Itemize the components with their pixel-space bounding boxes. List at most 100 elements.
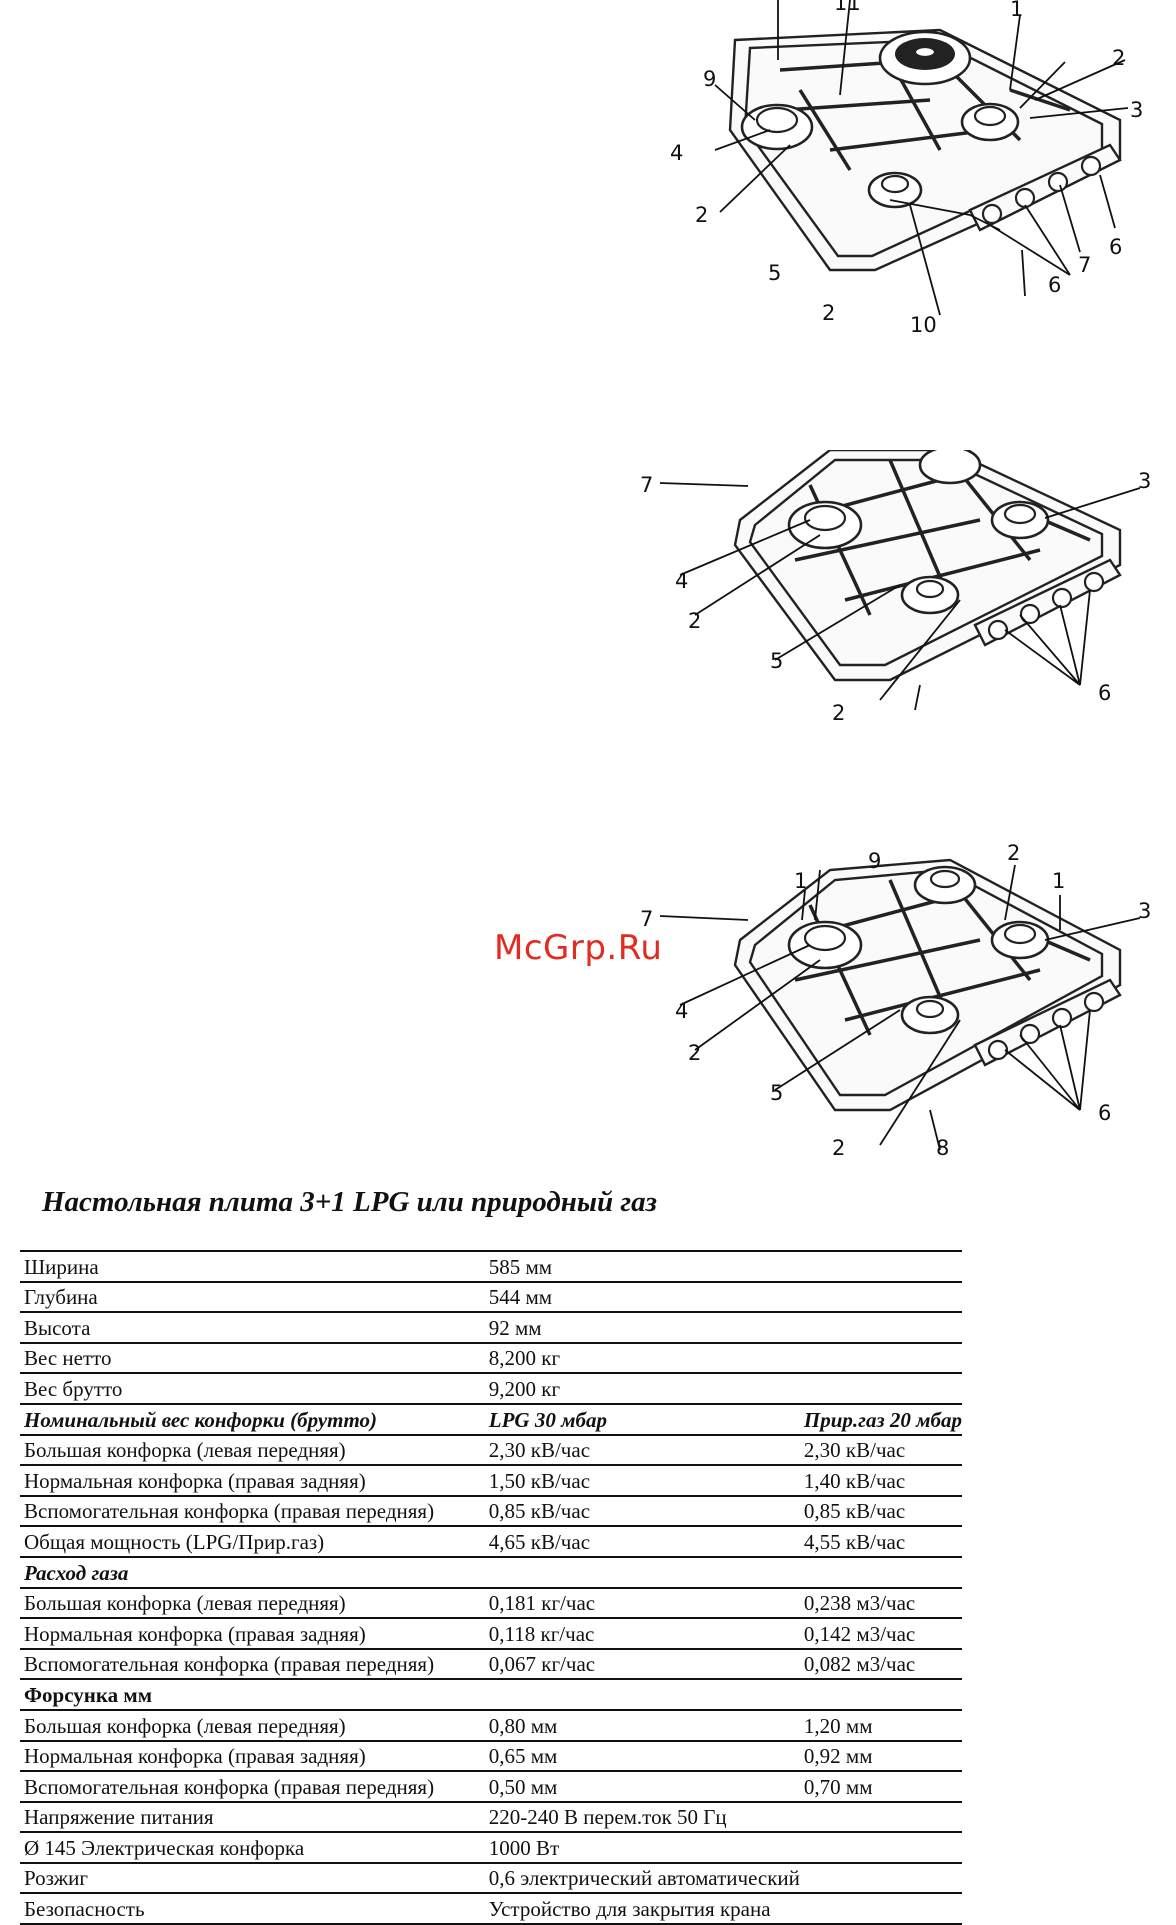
table-row: Общая мощность (LPG/Прир.газ)4,65 кВ/час… xyxy=(20,1526,962,1558)
callout: 4 xyxy=(675,569,688,593)
table-row: Нормальная конфорка (правая задняя)1,50 … xyxy=(20,1465,962,1497)
callout: 2 xyxy=(688,1041,701,1065)
callout: 2 xyxy=(832,701,845,725)
hob-diagram-gas-2: 9 1 2 1 3 7 4 2 5 6 2 8 xyxy=(640,841,1151,1160)
spec-value-alt-cell xyxy=(799,1312,962,1344)
spec-value-cell xyxy=(484,1679,800,1711)
spec-value-cell: 0,6 электрический автоматический xyxy=(484,1862,800,1895)
spec-value-alt-cell: 0,142 м3/час xyxy=(799,1618,962,1650)
spec-value-cell: 1,50 кВ/час xyxy=(484,1465,800,1497)
hob-drawing xyxy=(659,450,1141,711)
callout: 1 xyxy=(794,869,807,893)
spec-value-alt-cell xyxy=(799,1679,962,1711)
spec-label-cell: Форсунка мм xyxy=(20,1679,485,1711)
callout: 10 xyxy=(910,313,937,337)
spec-value-cell: 92 мм xyxy=(484,1312,800,1344)
spec-value-alt-cell xyxy=(799,1893,962,1925)
spec-label-cell: Вспомогательная конфорка (правая передня… xyxy=(20,1771,485,1803)
table-row: Вспомогательная конфорка (правая передня… xyxy=(20,1771,962,1803)
callout: 7 xyxy=(640,473,653,497)
spec-value-alt-cell: 2,30 кВ/час xyxy=(799,1434,962,1467)
spec-label-cell: Нормальная конфорка (правая задняя) xyxy=(20,1618,485,1650)
spec-value-alt-cell xyxy=(799,1281,962,1314)
spec-value-cell: 9,200 кг xyxy=(484,1373,800,1405)
spec-value-alt-cell xyxy=(799,1250,962,1283)
callout: 3 xyxy=(1138,899,1151,923)
spec-value-alt-cell xyxy=(799,1342,962,1375)
spec-label-cell: Большая конфорка (левая передняя) xyxy=(20,1709,485,1742)
callout: 3 xyxy=(1130,98,1143,122)
watermark: McGrp.Ru xyxy=(494,928,663,968)
spec-value-cell: 0,181 кг/час xyxy=(484,1587,800,1620)
spec-value-cell: 0,85 кВ/час xyxy=(484,1495,800,1528)
callout: 3 xyxy=(1138,469,1151,493)
spec-value-cell: 0,80 мм xyxy=(484,1709,800,1742)
spec-value-alt-cell: 4,55 кВ/час xyxy=(799,1526,962,1558)
spec-value-alt-cell xyxy=(799,1832,962,1864)
spec-label-cell: Ширина xyxy=(20,1250,485,1283)
spec-label-cell: Вес нетто xyxy=(20,1342,485,1375)
spec-value-alt-cell: 0,70 мм xyxy=(799,1771,962,1803)
spec-label-cell: Нормальная конфорка (правая задняя) xyxy=(20,1740,485,1773)
hob-diagram-electric: 11 1 9 2 3 4 2 6 7 5 6 2 10 2 3 xyxy=(670,0,1143,337)
table-row: Большая конфорка (левая передняя) 2,30 кВ… xyxy=(20,1434,962,1467)
spec-value-alt-cell: 0,082 м3/час xyxy=(799,1648,962,1681)
spec-value-cell: 220-240 В перем.ток 50 Гц xyxy=(484,1801,800,1834)
spec-label-cell: Общая мощность (LPG/Прир.газ) xyxy=(20,1526,485,1558)
callout: 7 xyxy=(640,907,653,931)
spec-label-cell: Розжиг xyxy=(20,1862,485,1895)
table-section-row: Форсунка мм xyxy=(20,1679,962,1711)
hob-diagram-gas-1: 7 3 4 2 5 6 2 xyxy=(640,450,1151,725)
callout: 4 xyxy=(670,141,683,165)
callout: 2 xyxy=(695,203,708,227)
callout: 9 xyxy=(703,67,716,91)
spec-label-cell: Вспомогательная конфорка (правая передня… xyxy=(20,1648,485,1681)
spec-value-alt-cell: 0,92 мм xyxy=(799,1740,962,1773)
spec-label-cell: Вес брутто xyxy=(20,1373,485,1405)
callout: 6 xyxy=(1109,235,1122,259)
spec-value-alt-cell xyxy=(799,1373,962,1405)
spec-value-alt-cell: 1,20 мм xyxy=(799,1709,962,1742)
spec-value-alt-cell: 0,85 кВ/час xyxy=(799,1495,962,1528)
spec-value-cell: 0,118 кг/час xyxy=(484,1618,800,1650)
spec-label-cell: Высота xyxy=(20,1312,485,1344)
callout: 5 xyxy=(770,1081,783,1105)
table-row: Большая конфорка (левая передняя)0,80 мм… xyxy=(20,1709,962,1742)
spec-value-cell: LPG 30 мбар xyxy=(484,1403,800,1436)
hob-drawing xyxy=(659,858,1141,1151)
spec-value-alt-cell: 0,238 м3/час xyxy=(799,1587,962,1620)
spec-value-cell: 0,067 кг/час xyxy=(484,1648,800,1681)
spec-value-cell: 1000 Вт xyxy=(484,1832,800,1864)
callout: 2 xyxy=(822,301,835,325)
spec-value-alt-cell xyxy=(799,1556,962,1589)
table-section-row: Расход газа xyxy=(20,1556,962,1589)
callout: 6 xyxy=(1048,273,1061,297)
callout: 2 xyxy=(1007,841,1020,865)
spec-value-cell: 0,50 мм xyxy=(484,1771,800,1803)
spec-value-cell: 544 мм xyxy=(484,1281,800,1314)
spec-label-cell: Вспомогательная конфорка (правая передня… xyxy=(20,1495,485,1528)
spec-value-alt-cell: Прир.газ 20 мбар xyxy=(799,1403,962,1436)
section-title: Настольная плита 3+1 LPG или природный г… xyxy=(42,1186,657,1218)
callout: 9 xyxy=(868,849,881,873)
callout: 8 xyxy=(936,1136,949,1160)
hob-drawing xyxy=(714,0,1129,316)
callout: 11 xyxy=(834,0,861,15)
spec-label-cell: Большая конфорка (левая передняя) xyxy=(20,1434,485,1467)
callout: 6 xyxy=(1098,1101,1111,1125)
callout: 5 xyxy=(770,649,783,673)
callout: 7 xyxy=(1078,253,1091,277)
table-row: Нормальная конфорка (правая задняя)0,118… xyxy=(20,1618,962,1650)
spec-value-cell xyxy=(484,1556,800,1589)
spec-label-cell: Безопасность xyxy=(20,1893,485,1925)
